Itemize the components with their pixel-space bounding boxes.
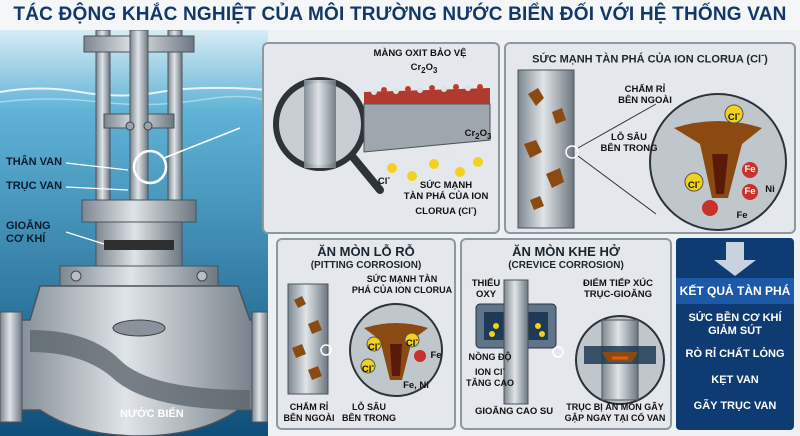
chloride-ion-cl-1: Cl- [727, 109, 741, 124]
chloride-ion-cl-2: Cl- [687, 177, 701, 192]
crevice-concentration-label: NỒNG ĐỘ ION Cl- TĂNG CAO [466, 352, 514, 388]
chloride-ion-ni: Ni [765, 184, 775, 195]
oxide-film-panel: MÀNG OXIT BẢO VỆ Cr2O3 Cr2O3 Cl- SỨC MẠN… [262, 42, 500, 234]
oxide-layer-label: MÀNG OXIT BẢO VỆ [373, 48, 467, 59]
pitting-ion-cl-1: Cl- [367, 339, 381, 354]
oxide-formula-side: Cr2O3 [464, 128, 492, 141]
pitting-rust-label: CHẤM RỈ BÊN NGOÀI [283, 402, 335, 423]
pitting-ion-feni: Fe, Ni [403, 380, 429, 391]
pitting-illustration [287, 283, 443, 397]
crevice-break-label: TRỤC BỊ ĂN MÒN GÃY GẬP NGAY TẠI CỔ VAN [564, 402, 666, 423]
pitting-ion-fe: Fe [430, 350, 442, 361]
chloride-pit-label: LỖ SÂU BÊN TRONG [600, 132, 658, 154]
oxide-chloride-label: Cl- [377, 173, 391, 188]
chloride-ion-fe-3: Fe [736, 210, 748, 221]
down-arrow-icon [714, 242, 756, 276]
result-item-stuck: KẸT VAN [711, 374, 759, 386]
pitting-ion-cl-2: Cl- [405, 335, 419, 350]
chloride-rust-label: CHẤM RỈ BÊN NGOÀI [618, 84, 672, 106]
valve-illustration [0, 30, 268, 436]
crevice-illustration [475, 279, 665, 405]
oxide-film-illustration [273, 77, 491, 194]
pitting-corrosion-panel: ĂN MÒN LỖ RỖ (PITTING CORROSION) SỨC MẠN… [276, 238, 456, 430]
pitting-subtitle: (PITTING CORROSION) [310, 260, 422, 271]
result-item-break: GÃY TRỤC VAN [693, 400, 777, 412]
result-item-strength: SỨC BỀN CƠ KHÍ GIẢM SÚT [688, 312, 782, 337]
label-valve-body: THÂN VAN [6, 156, 63, 168]
crevice-oxygen-label: THIẾU OXY [471, 278, 501, 300]
label-valve-stem: TRỤC VAN [6, 180, 63, 192]
crevice-title: ĂN MÒN KHE HỞ [512, 244, 620, 259]
results-box: KẾT QUẢ TÀN PHÁ SỨC BỀN CƠ KHÍ GIẢM SÚT … [676, 238, 794, 430]
crevice-rubber-label: GIOĂNG CAO SU [474, 406, 554, 417]
pitting-power-text: SỨC MẠNH TÀN PHÁ CỦA ION CLORUA [351, 274, 453, 295]
chloride-attack-illustration [517, 69, 787, 231]
chloride-panel-title: SỨC MẠNH TÀN PHÁ CỦA ION CLORUA (Cl-) [532, 50, 768, 66]
label-gasket: GIOĂNG CƠ KHÍ [6, 220, 51, 245]
oxide-power-text: SỨC MẠNH TÀN PHÁ CỦA ION CLORUA (Cl-) [403, 180, 489, 218]
label-seawater: NƯỚC BIỂN [120, 408, 184, 420]
crevice-contact-label: ĐIỂM TIẾP XÚC TRỤC-GIOĂNG [582, 278, 654, 300]
page-title: TÁC ĐỘNG KHẮC NGHIỆT CỦA MÔI TRƯỜNG NƯỚC… [0, 0, 800, 30]
pitting-title: ĂN MÒN LỖ RỖ [317, 244, 415, 259]
chloride-ion-fe-1: Fe [744, 164, 756, 175]
pitting-ion-cl-3: Cl- [361, 361, 375, 376]
result-item-leak: RÒ RỈ CHẤT LỎNG [685, 348, 785, 360]
pitting-pit-label: LỖ SÂU BÊN TRONG [342, 402, 396, 423]
crevice-subtitle: (CREVICE CORROSION) [508, 260, 624, 271]
chloride-attack-panel: SỨC MẠNH TÀN PHÁ CỦA ION CLORUA (Cl-) CH… [504, 42, 796, 234]
chloride-ion-fe-2: Fe [744, 186, 756, 197]
results-header: KẾT QUẢ TÀN PHÁ [676, 278, 794, 304]
crevice-corrosion-panel: ĂN MÒN KHE HỞ (CREVICE CORROSION) THIẾU … [460, 238, 672, 430]
oxide-formula-top: Cr2O3 [410, 62, 438, 75]
